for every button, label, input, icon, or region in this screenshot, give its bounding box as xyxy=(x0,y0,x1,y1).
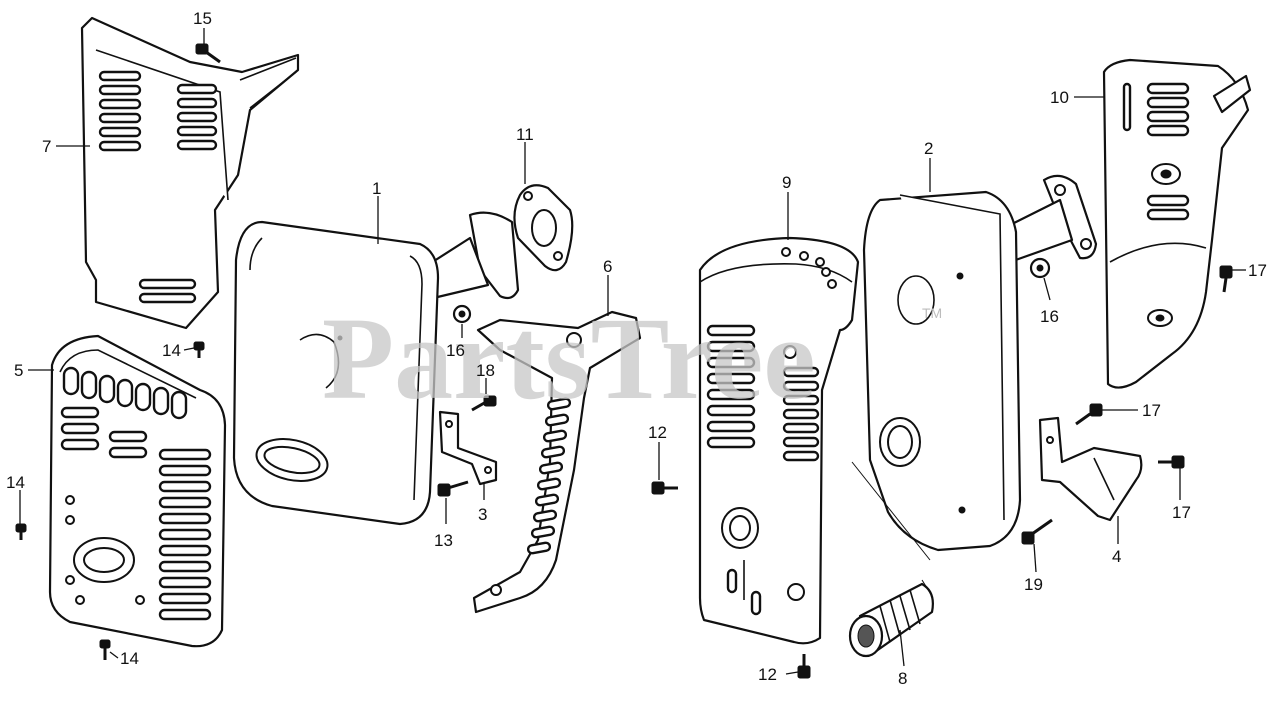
callout-12-top: 12 xyxy=(648,423,667,442)
bolt-19 xyxy=(1021,518,1053,545)
leader-lines xyxy=(19,28,1246,675)
callout-2: 2 xyxy=(924,139,933,158)
callout-16-right: 16 xyxy=(1040,307,1059,326)
callout-labels: 15 7 1 11 6 16 14 5 18 13 3 14 14 12 12 … xyxy=(6,9,1267,688)
part-7-slots xyxy=(98,70,218,304)
callout-17-top: 17 xyxy=(1248,261,1267,280)
callout-17-mid: 17 xyxy=(1142,401,1161,420)
part-7-heat-shield xyxy=(80,16,300,330)
part-9-slots xyxy=(706,324,820,462)
part-3-small-bracket xyxy=(438,410,498,486)
part-4-bracket xyxy=(1038,416,1143,522)
callout-7: 7 xyxy=(42,137,51,156)
part-2-muffler xyxy=(862,174,1098,552)
part-6-slots xyxy=(526,397,572,555)
callout-18: 18 xyxy=(476,361,495,380)
callout-14-bottom: 14 xyxy=(120,649,139,668)
part-1-muffler xyxy=(232,211,520,526)
callout-14-left: 14 xyxy=(6,473,25,492)
part-11-gasket xyxy=(513,184,574,272)
screw-14-a xyxy=(193,341,205,358)
part-5-front-shield xyxy=(48,334,227,648)
callout-4: 4 xyxy=(1112,547,1121,566)
callout-9: 9 xyxy=(782,173,791,192)
screw-14-c xyxy=(99,639,111,660)
callout-17-bottom: 17 xyxy=(1172,503,1191,522)
watermark-tm: TM xyxy=(922,305,942,321)
bolt-15 xyxy=(195,43,221,64)
callout-12-bottom: 12 xyxy=(758,665,777,684)
callout-13: 13 xyxy=(434,531,453,550)
part-5-side-slots xyxy=(60,406,212,621)
bolt-12-a xyxy=(651,481,678,495)
nut-16-left xyxy=(452,304,472,324)
bolt-18 xyxy=(471,395,497,412)
screw-14-b xyxy=(15,523,27,540)
part-9-muffler-cover xyxy=(698,236,860,645)
callout-14-top: 14 xyxy=(162,341,181,360)
callout-3: 3 xyxy=(478,505,487,524)
callout-8: 8 xyxy=(898,669,907,688)
alignment-lines xyxy=(851,461,933,597)
part-5-top-slots xyxy=(62,366,188,420)
callout-5: 5 xyxy=(14,361,23,380)
watermark-text: PartsTree xyxy=(322,293,816,424)
callout-19: 19 xyxy=(1024,575,1043,594)
callout-11: 11 xyxy=(516,125,534,144)
bolt-13 xyxy=(437,480,469,497)
callout-16-left: 16 xyxy=(446,341,465,360)
bolt-12-b xyxy=(797,654,811,679)
nut-16-right xyxy=(1029,257,1051,279)
bolt-17-b xyxy=(1075,403,1103,426)
fasteners xyxy=(15,43,1233,679)
callout-10: 10 xyxy=(1050,88,1069,107)
part-6-bracket xyxy=(472,310,642,614)
bolt-17-c xyxy=(1158,455,1185,469)
part-10-slots xyxy=(1146,82,1190,221)
part-10-heat-shield xyxy=(1102,58,1252,389)
callout-15: 15 xyxy=(193,9,212,28)
part-8-spark-arrester xyxy=(848,582,934,658)
bolt-17-a xyxy=(1219,265,1233,293)
callout-6: 6 xyxy=(603,257,612,276)
callout-1: 1 xyxy=(372,179,381,198)
